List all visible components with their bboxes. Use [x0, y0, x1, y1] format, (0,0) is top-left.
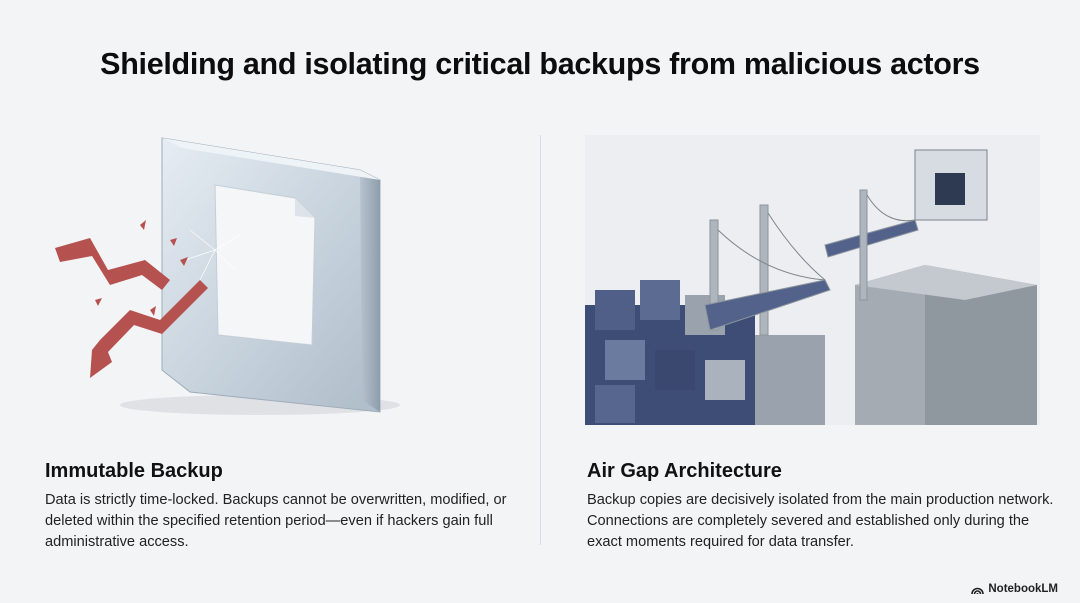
attack-arrow-icon: [55, 220, 208, 378]
document-icon: [214, 184, 316, 346]
air-gap-illustration: [585, 135, 1040, 425]
slide-title: Shielding and isolating critical backups…: [100, 47, 980, 81]
divider: [540, 135, 541, 545]
data-cubes: [585, 280, 825, 425]
air-gap-heading: Air Gap Architecture: [587, 460, 782, 482]
immutable-backup-heading: Immutable Backup: [45, 460, 223, 482]
vault-tower: [855, 149, 1037, 425]
notebooklm-logo-icon: [971, 587, 985, 594]
immutable-backup-illustration: [55, 137, 400, 415]
immutable-backup-description: Data is strictly time-locked. Backups ca…: [45, 492, 507, 550]
notebooklm-logo: NotebookLM: [971, 583, 1058, 595]
drawbridge: [704, 189, 919, 336]
air-gap-description: Backup copies are decisively isolated fr…: [587, 492, 1054, 550]
notebooklm-logo-text: NotebookLM: [988, 583, 1058, 595]
